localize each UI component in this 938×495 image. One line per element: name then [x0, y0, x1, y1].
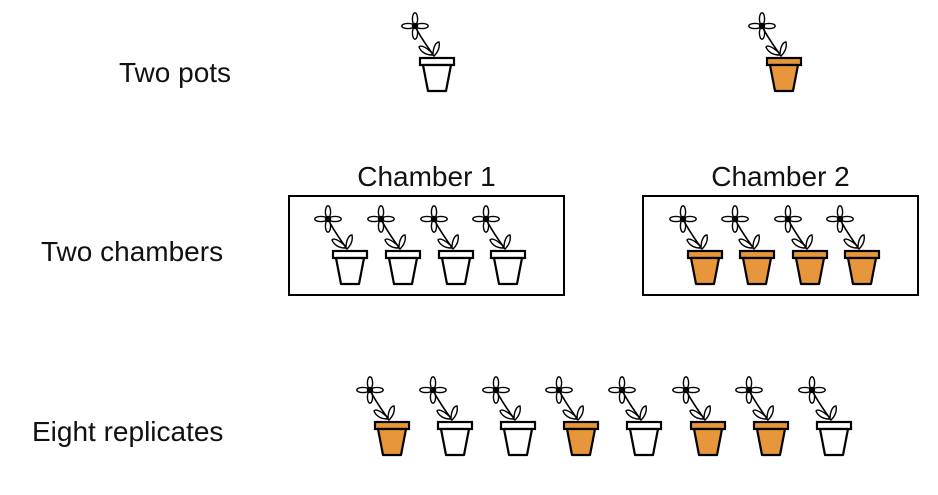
- plant-pot-icon: [774, 205, 829, 286]
- plant-pot-icon: [826, 205, 881, 286]
- plant-pot-icon: [419, 376, 474, 457]
- plant-pot-icon: [401, 12, 456, 93]
- flower-petals: [356, 376, 384, 404]
- flower-petals: [314, 205, 342, 233]
- row-label-eight-replicates: Eight replicates: [32, 416, 224, 447]
- row-label-two-chambers: Two chambers: [41, 236, 224, 267]
- plant-pot-icon: [672, 376, 727, 457]
- chamber-1-label: Chamber 1: [357, 161, 496, 192]
- flower-petals: [774, 205, 802, 233]
- plant-pot-icon: [367, 205, 422, 286]
- flower-petals: [420, 205, 448, 233]
- plant-pot-icon: [420, 205, 475, 286]
- plant-pot-icon: [314, 205, 369, 286]
- plant-pot-icon: [735, 376, 790, 457]
- plant-pot-icon: [748, 12, 803, 93]
- plant-pot-icon: [472, 205, 527, 286]
- plant-pot-icon: [482, 376, 537, 457]
- flower-petals: [748, 12, 776, 40]
- plant-pot-icon: [356, 376, 411, 457]
- plant-pot-icon: [721, 205, 776, 286]
- chamber-2-box: [642, 195, 919, 296]
- plant-pot-icon: [545, 376, 600, 457]
- plant-pot-icon: [669, 205, 724, 286]
- row-label-two-pots: Two pots: [119, 57, 232, 88]
- plant-pot-icon: [608, 376, 663, 457]
- plant-pot-icon: [798, 376, 853, 457]
- chamber-2-label: Chamber 2: [711, 161, 850, 192]
- chamber-1-box: [288, 195, 565, 296]
